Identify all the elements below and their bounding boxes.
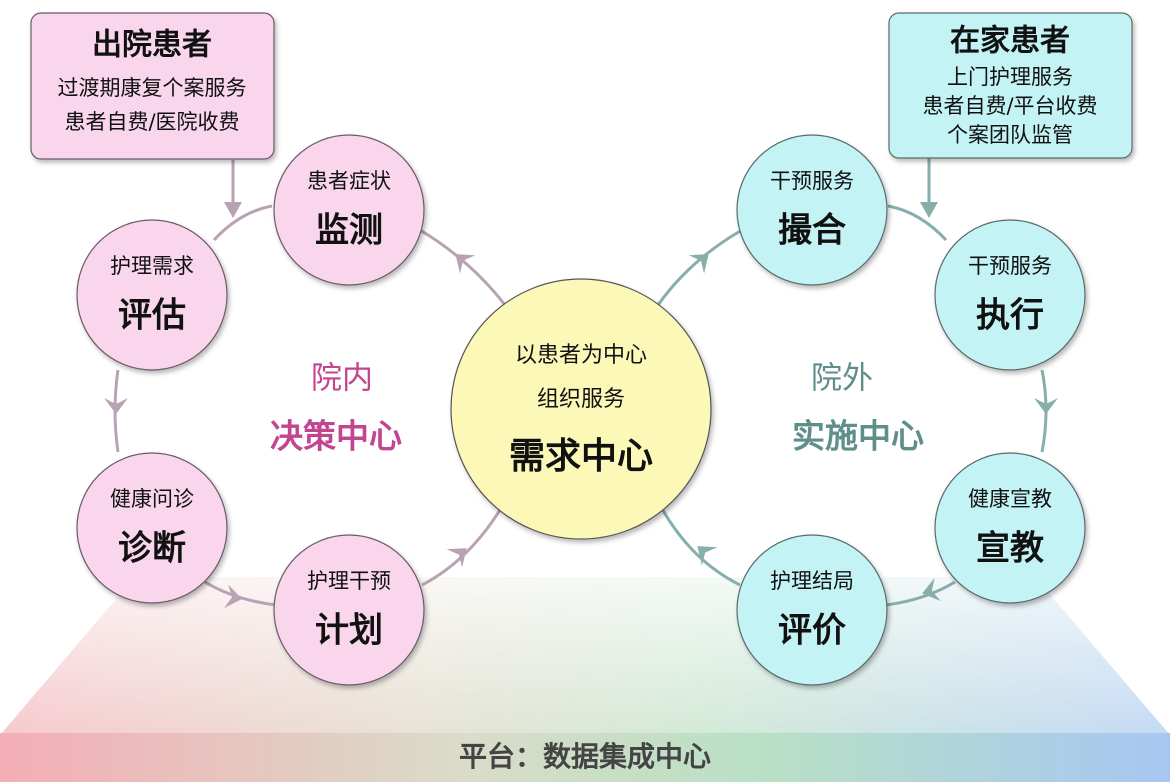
chevron-arrow-icon <box>104 398 128 414</box>
right-node-3-bottom: 宣教 <box>976 529 1044 569</box>
right-node-2-bottom: 执行 <box>976 296 1044 336</box>
arrow-down-icon <box>224 202 242 218</box>
cycle-nodes: 患者症状监测护理需求评估健康问诊诊断护理干预计划干预服务撮合干预服务执行健康宣教… <box>76 134 1086 686</box>
right-label-top: 院外 <box>811 361 873 397</box>
right-arc-lower-center <box>658 504 741 587</box>
left-arc-top <box>212 204 273 242</box>
right-node-3-top: 健康宣教 <box>968 487 1052 511</box>
cycle-arcs <box>104 204 1058 609</box>
left-node-3-top: 健康问诊 <box>110 487 194 511</box>
left-label-bottom: 决策中心 <box>270 417 402 456</box>
right-arc-upper-center <box>656 228 743 306</box>
platform-label: 平台：数据集成中心 <box>459 740 711 773</box>
right-node-4-top: 护理结局 <box>770 569 854 593</box>
right-box-line-1: 上门护理服务 <box>947 65 1073 89</box>
right-patient-box: 在家患者 上门护理服务 患者自费/平台收费 个案团队监管 <box>888 12 1133 218</box>
right-arc-top <box>887 204 948 242</box>
left-node-1-bottom: 监测 <box>315 211 383 251</box>
left-patient-box: 出院患者 过渡期康复个案服务 患者自费/医院收费 <box>30 12 275 218</box>
left-node-1-top: 患者症状 <box>307 169 391 193</box>
right-box-line-3: 个案团队监管 <box>947 123 1073 147</box>
left-node-2-top: 护理需求 <box>110 254 194 278</box>
right-node-1-bottom: 撮合 <box>778 211 846 251</box>
chevron-arrow-icon <box>697 546 718 566</box>
left-box-line-2: 患者自费/医院收费 <box>64 110 239 134</box>
chevron-arrow-icon <box>446 548 467 568</box>
left-box-line-1: 过渡期康复个案服务 <box>58 76 247 100</box>
right-node-2-top: 干预服务 <box>968 254 1052 278</box>
chevron-arrow-icon <box>224 584 242 609</box>
center-line-1: 以患者为中心 <box>515 343 647 368</box>
left-node-4-top: 护理干预 <box>307 569 391 593</box>
center-title: 需求中心 <box>509 436 653 477</box>
chevron-arrow-icon <box>688 254 709 274</box>
left-arc-lower-center <box>421 504 505 587</box>
right-box-line-2: 患者自费/平台收费 <box>922 94 1097 118</box>
right-label-bottom: 实施中心 <box>792 417 924 456</box>
right-box-title: 在家患者 <box>950 24 1070 59</box>
right-arc-bottom <box>885 580 956 607</box>
center-node: 以患者为中心 组织服务 需求中心 <box>450 278 712 540</box>
left-node-4-bottom: 计划 <box>315 611 383 651</box>
right-node-4-bottom: 评价 <box>778 611 846 651</box>
arrow-down-icon <box>920 202 938 218</box>
chevron-arrow-icon <box>922 577 941 602</box>
chevron-arrow-icon <box>1034 398 1058 414</box>
left-node-3-bottom: 诊断 <box>118 529 186 569</box>
left-label-top: 院内 <box>311 361 373 397</box>
platform: 平台：数据集成中心 <box>0 577 1170 782</box>
left-node-2-bottom: 评估 <box>118 296 186 336</box>
left-arc-upper-center <box>419 228 507 306</box>
right-node-1-top: 干预服务 <box>770 169 854 193</box>
center-line-2: 组织服务 <box>537 387 625 412</box>
chevron-arrow-icon <box>455 254 476 274</box>
left-box-title: 出院患者 <box>92 28 212 63</box>
